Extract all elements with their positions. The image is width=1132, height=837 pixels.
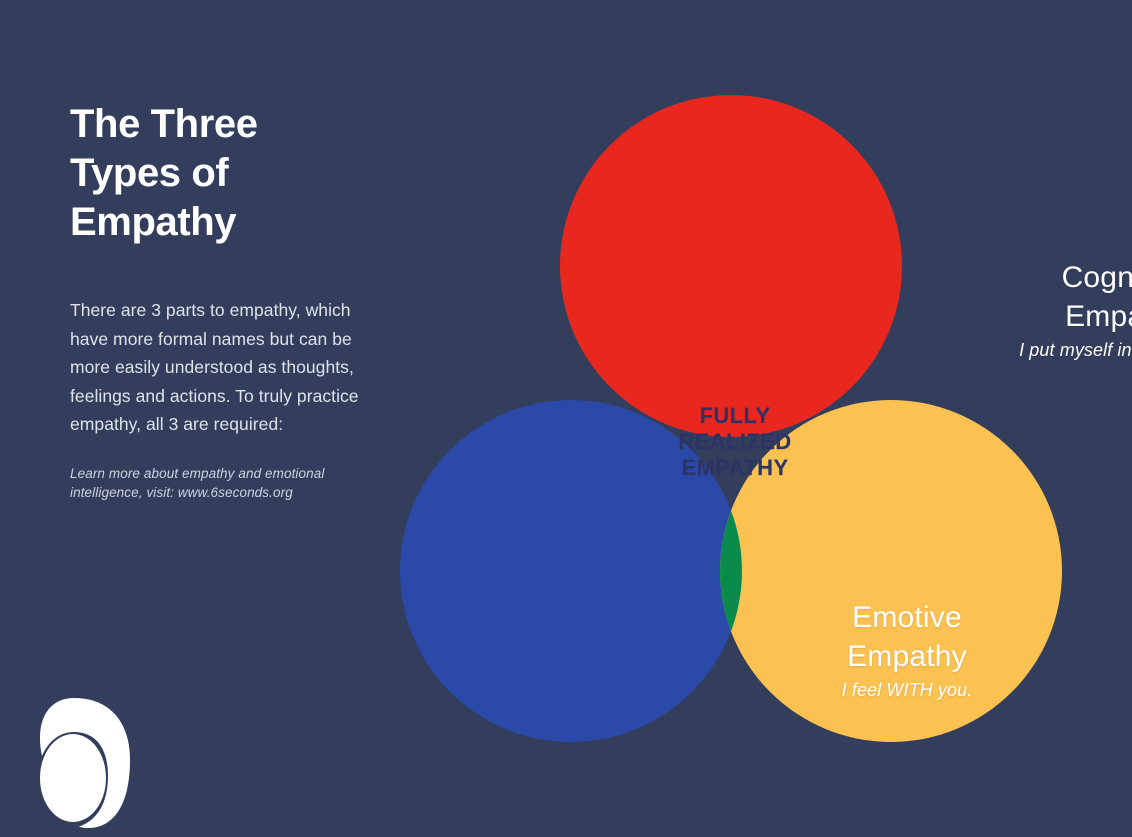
logo-inner-shape — [40, 734, 106, 822]
venn-diagram: Cognitive Empathy I put myself in your s… — [390, 80, 1132, 780]
circle-emotive-empathy — [400, 400, 742, 742]
circle-empathic-action — [720, 400, 1062, 742]
circle-cognitive-empathy — [560, 95, 902, 437]
page-title: The Three Types of Empathy — [70, 102, 258, 244]
logo-outer-shape — [40, 698, 130, 828]
6seconds-logo-icon — [26, 692, 156, 832]
left-text-panel: The Three Types of Empathy There are 3 p… — [70, 100, 390, 502]
intro-paragraph: There are 3 parts to empathy, which have… — [70, 300, 359, 434]
learn-more-note: Learn more about empathy and emotional i… — [70, 465, 325, 500]
